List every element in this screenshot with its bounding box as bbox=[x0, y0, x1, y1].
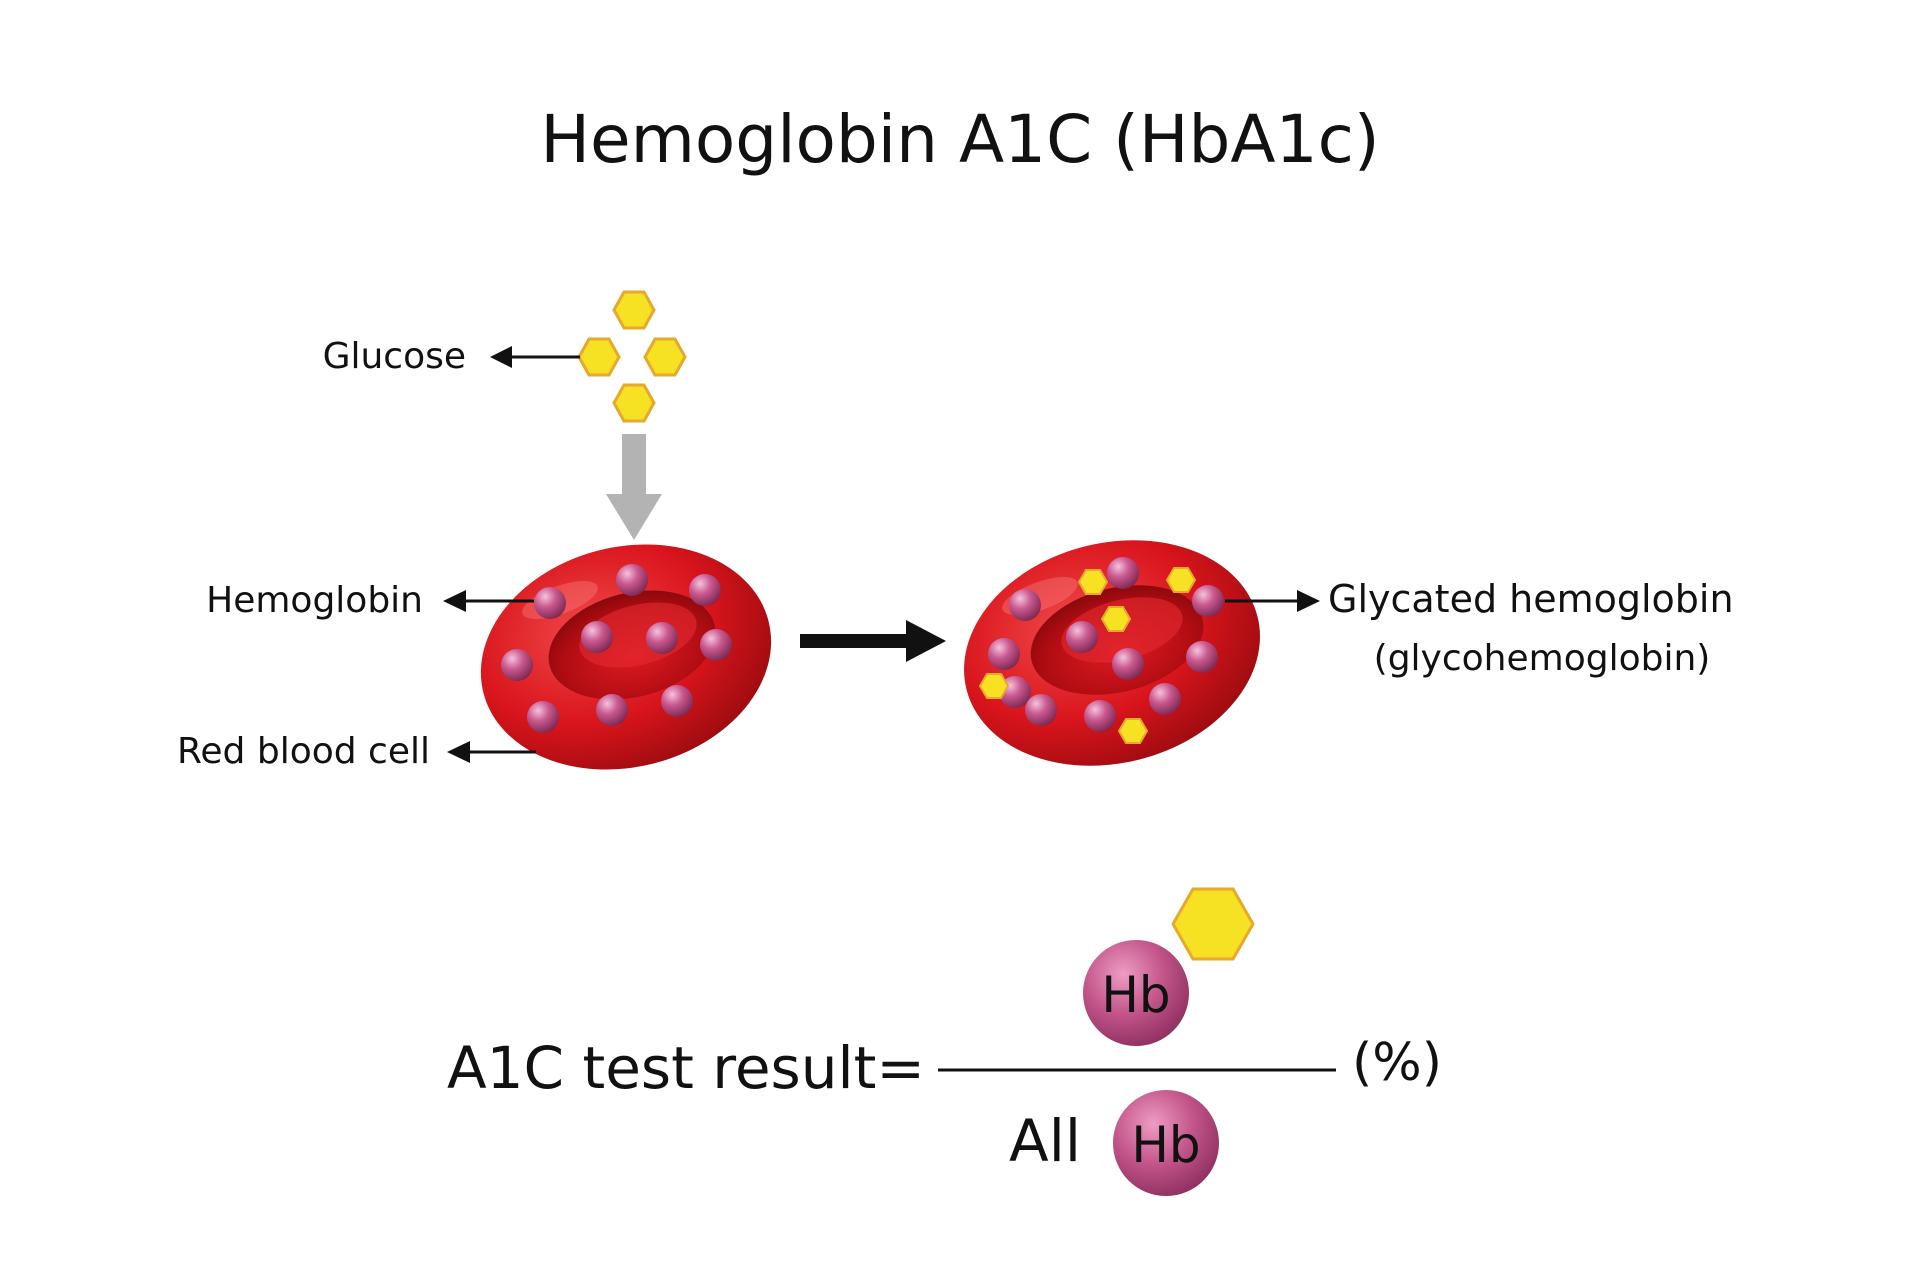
red-blood-cell-pointer-arrow bbox=[447, 741, 536, 763]
glucose-on-cell-right bbox=[978, 567, 1197, 744]
hemoglobin-sphere-icon bbox=[1066, 621, 1098, 653]
transformation-arrow-icon bbox=[800, 620, 946, 662]
hemoglobin-sphere-icon bbox=[527, 701, 559, 733]
glucose-hexagon-icon bbox=[1100, 606, 1132, 632]
red-blood-cell-label: Red blood cell bbox=[177, 731, 430, 772]
hemoglobin-sphere-icon bbox=[596, 694, 628, 726]
hemoglobin-sphere-icon bbox=[1192, 585, 1224, 617]
hemoglobin-sphere-icon bbox=[1025, 694, 1057, 726]
glucose-hexagon-icon bbox=[1165, 567, 1197, 593]
hemoglobin-sphere-icon bbox=[661, 685, 693, 717]
glycohemoglobin-label: (glycohemoglobin) bbox=[1374, 638, 1711, 679]
glucose-hexagon-icon bbox=[612, 383, 656, 423]
hemoglobin-sphere-icon bbox=[1186, 641, 1218, 673]
glucose-hexagon-icon bbox=[978, 673, 1010, 699]
hemoglobin-molecule-icon bbox=[1113, 1090, 1219, 1196]
glucose-hexagon-icon bbox=[1171, 887, 1255, 961]
glycated-hemoglobin-pointer-arrow bbox=[1225, 590, 1320, 612]
hemoglobin-sphere-icon bbox=[646, 622, 678, 654]
hemoglobin-sphere-icon bbox=[1149, 683, 1181, 715]
a1c-test-result-label: A1C test result= bbox=[447, 1034, 925, 1102]
glucose-hexagon-icon bbox=[643, 337, 687, 377]
hemoglobin-sphere-icon bbox=[1009, 589, 1041, 621]
hemoglobin-label: Hemoglobin bbox=[206, 580, 423, 621]
glucose-label: Glucose bbox=[323, 336, 466, 377]
hemoglobin-sphere-icon bbox=[689, 574, 721, 606]
hemoglobin-sphere-icon bbox=[1084, 700, 1116, 732]
glucose-pointer-arrow bbox=[490, 346, 580, 368]
percent-unit-label: (%) bbox=[1352, 1033, 1442, 1093]
numerator-hb-label: Hb bbox=[1101, 966, 1170, 1024]
hemoglobin-sphere-icon bbox=[616, 564, 648, 596]
hemoglobin-molecule-icon bbox=[1083, 940, 1189, 1046]
hemoglobin-sphere-icon bbox=[1112, 648, 1144, 680]
hemoglobin-sphere-icon bbox=[700, 629, 732, 661]
glucose-hexagon-icon bbox=[577, 337, 621, 377]
hemoglobin-sphere-icon bbox=[581, 621, 613, 653]
hemoglobin-sphere-icon bbox=[988, 638, 1020, 670]
hemoglobin-spheres-left bbox=[501, 564, 732, 733]
a1c-formula: Hb A1C test result= (%) All Hb bbox=[447, 887, 1442, 1196]
glycated-hemoglobin-label: Glycated hemoglobin bbox=[1328, 577, 1734, 621]
hemoglobin-sphere-icon bbox=[1107, 557, 1139, 589]
hemoglobin-pointer-arrow bbox=[443, 590, 534, 612]
glucose-hexagon-icon bbox=[1117, 718, 1149, 744]
glucose-hexagon-icon bbox=[1077, 569, 1109, 595]
glucose-cluster bbox=[577, 290, 687, 423]
denominator-hb-label: Hb bbox=[1131, 1116, 1200, 1174]
hemoglobin-sphere-icon bbox=[501, 649, 533, 681]
hemoglobin-sphere-icon bbox=[534, 587, 566, 619]
process-down-arrow-icon bbox=[606, 434, 662, 540]
denominator-all-label: All bbox=[1009, 1107, 1081, 1175]
glucose-hexagon-icon bbox=[612, 290, 656, 330]
diagram-title: Hemoglobin A1C (HbA1c) bbox=[540, 101, 1379, 178]
